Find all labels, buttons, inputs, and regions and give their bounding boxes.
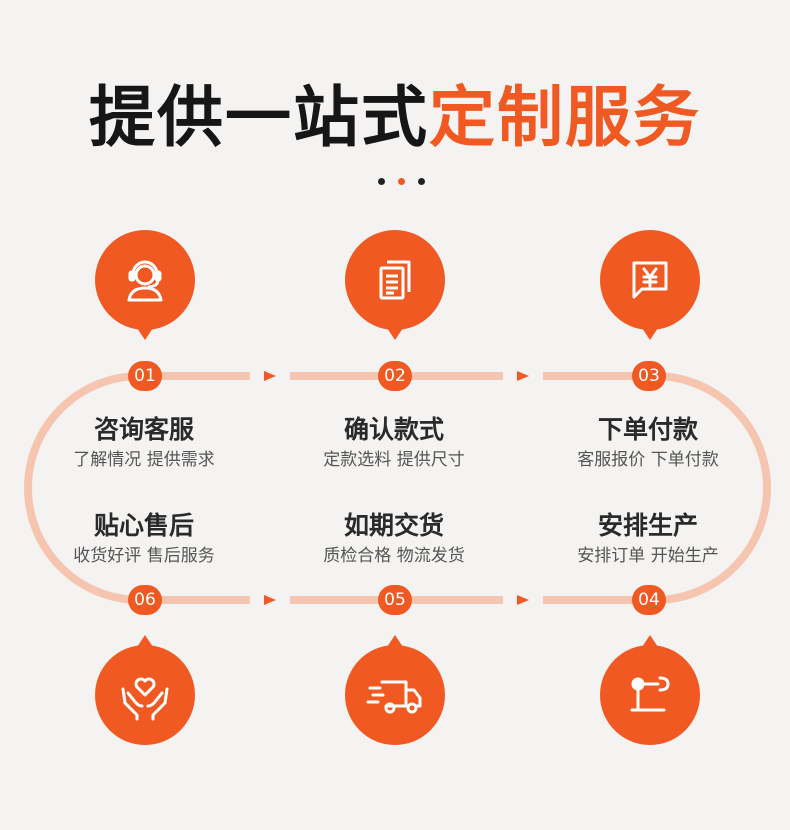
circle-pointer <box>137 635 153 647</box>
step-1: 咨询客服 了解情况 提供需求 <box>19 414 269 472</box>
step-title: 安排生产 <box>597 511 698 540</box>
circle-pointer <box>642 635 658 647</box>
dot <box>378 178 385 185</box>
step-title: 确认款式 <box>343 415 444 444</box>
step-6-icon-circle <box>95 635 195 745</box>
step-4-icon-circle <box>600 635 700 745</box>
yen-chat-icon <box>632 261 668 299</box>
step-5-icon-circle <box>345 635 445 745</box>
step-title: 下单付款 <box>597 415 698 444</box>
step-1-number: 01 <box>128 361 162 391</box>
step-desc: 了解情况 提供需求 <box>73 450 215 470</box>
step-4: 安排生产 安排订单 开始生产 <box>523 510 773 568</box>
step-3-icon-circle <box>600 230 700 340</box>
step-5: 如期交货 质检合格 物流发货 <box>269 510 519 568</box>
step-title: 贴心售后 <box>93 511 194 540</box>
headset-agent-icon <box>127 260 163 302</box>
delivery-truck-icon <box>366 680 422 714</box>
circle-pointer <box>387 635 403 647</box>
circle-pointer <box>137 328 153 340</box>
step-2-number: 02 <box>378 361 412 391</box>
step-2-icon-circle <box>345 230 445 340</box>
step-desc: 质检合格 物流发货 <box>323 546 465 566</box>
robot-arm-icon <box>630 676 670 712</box>
dot-accent <box>398 178 405 185</box>
page-title: 提供一站式定制服务 <box>0 78 790 158</box>
step-desc: 收货好评 售后服务 <box>73 546 215 566</box>
heart-hands-icon <box>121 677 169 721</box>
step-2: 确认款式 定款选料 提供尺寸 <box>269 414 519 472</box>
title-accent: 定制服务 <box>429 79 701 156</box>
step-title: 如期交货 <box>343 511 444 540</box>
arrow-right-icon <box>264 595 276 605</box>
arrow-right-icon <box>264 371 276 381</box>
step-3: 下单付款 客服报价 下单付款 <box>523 414 773 472</box>
arrow-right-icon <box>517 595 529 605</box>
step-desc: 定款选料 提供尺寸 <box>323 450 465 470</box>
step-3-number: 03 <box>632 361 666 391</box>
step-1-icon-circle <box>95 230 195 340</box>
step-5-number: 05 <box>378 585 412 615</box>
step-desc: 客服报价 下单付款 <box>577 450 719 470</box>
step-4-number: 04 <box>632 585 666 615</box>
step-6: 贴心售后 收货好评 售后服务 <box>19 510 269 568</box>
documents-icon <box>379 260 411 300</box>
title-dark: 提供一站式 <box>89 79 429 156</box>
title-dots <box>378 178 438 186</box>
step-6-number: 06 <box>128 585 162 615</box>
circle-pointer <box>642 328 658 340</box>
step-title: 咨询客服 <box>93 415 194 444</box>
arrow-right-icon <box>517 371 529 381</box>
step-desc: 安排订单 开始生产 <box>577 546 719 566</box>
dot <box>418 178 425 185</box>
circle-pointer <box>387 328 403 340</box>
